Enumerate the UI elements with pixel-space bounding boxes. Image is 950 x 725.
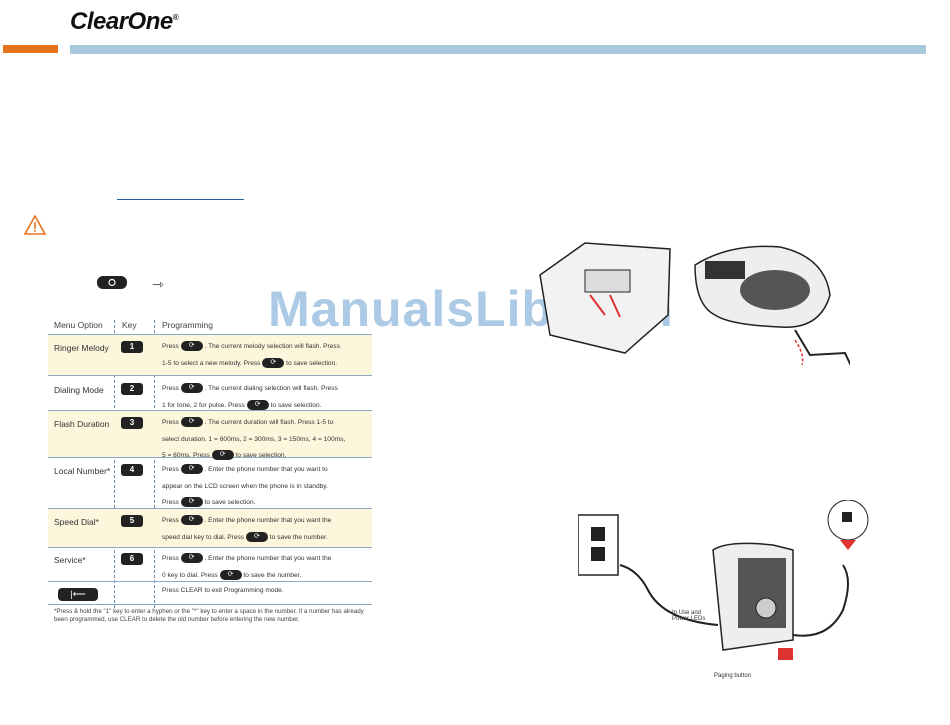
- clear-key-icon: |⟵: [58, 588, 98, 601]
- programming-line: 0 key to dial. Press ⟳ to save the numbe…: [162, 569, 302, 580]
- warning-triangle-icon: [24, 215, 46, 235]
- programming-line: Press ⟳ . Enter the phone number that yo…: [162, 515, 332, 526]
- phone-key-icon: ⟳: [262, 357, 285, 368]
- column-divider: [114, 320, 115, 608]
- phone-key-icon: ⟳: [219, 569, 242, 580]
- phone-key-icon: ⟳: [245, 531, 268, 542]
- table-row: Ringer Melody 1 Press ⟳ . The current melo…: [48, 334, 372, 376]
- programming-line: Press ⟳ . The current dialing selection …: [162, 383, 338, 394]
- programming-line: Press ⟳ . The current melody selection w…: [162, 341, 340, 352]
- programming-line: Press ⟳ to save selection.: [162, 497, 256, 508]
- arrow-right-icon: ⇾: [152, 276, 164, 292]
- programming-line: Press ⟳ . Enter the phone number that yo…: [162, 464, 328, 475]
- power-module-illustration: [578, 500, 869, 660]
- phone-key-icon: ⟳: [180, 341, 203, 352]
- phone-key-icon: ⟳: [180, 464, 203, 475]
- programming-text: Press ⟳ . The current duration will flas…: [162, 415, 372, 465]
- menu-option-label: Local Number*: [54, 466, 111, 476]
- table-row: Flash Duration 3 Press ⟳ . The current dur…: [48, 410, 372, 461]
- programming-text: Press ⟳ . Enter the phone number that yo…: [162, 551, 372, 584]
- header-menu-option: Menu Option: [54, 320, 103, 330]
- menu-option-label: Flash Duration: [54, 419, 110, 429]
- row-divider: [48, 604, 372, 605]
- programming-text: Press ⟳ . Enter the phone number that yo…: [162, 513, 372, 546]
- leds-caption: In Use and Power LEDs: [672, 610, 706, 622]
- table-row: Speed Dial* 5 Press ⟳ . Enter the phone nu…: [48, 508, 372, 548]
- menu-option-label: Service*: [54, 555, 86, 565]
- programming-line: Press ⟳ . The current duration will flas…: [162, 417, 334, 428]
- table-row: Local Number* 4 Press ⟳ . Enter the phone …: [48, 458, 372, 508]
- phone-key-icon: ⟳: [246, 399, 269, 410]
- clear-row: |⟵ Press CLEAR to exit Programming mode.: [48, 582, 372, 604]
- clearone-logo: ClearOne®: [70, 8, 179, 35]
- phone-key-icon: ⟳: [211, 450, 234, 461]
- phone-key-icon: ⟳: [180, 553, 203, 564]
- menu-option-label: Ringer Melody: [54, 343, 109, 353]
- phone-key-icon: [97, 276, 127, 289]
- header-bar: [70, 45, 926, 54]
- programming-line: 1-5 to select a new melody. Press ⟳ to s…: [162, 357, 338, 368]
- number-key-icon: 2: [121, 383, 143, 395]
- phone-illustration: [539, 242, 850, 367]
- programming-text: Press ⟳ . The current melody selection w…: [162, 339, 372, 372]
- phone-key-icon: ⟳: [180, 417, 203, 428]
- header-programming: Programming: [162, 320, 214, 330]
- hyperlink-underline[interactable]: [117, 199, 244, 200]
- menu-option-label: Dialing Mode: [54, 385, 104, 395]
- programming-text: Press ⟳ . The current dialing selection …: [162, 381, 372, 414]
- paging-caption: Paging button: [714, 673, 752, 679]
- accent-bar: [3, 45, 58, 53]
- phone-key-icon: ⟳: [180, 383, 203, 394]
- menu-option-label: Speed Dial*: [54, 517, 99, 527]
- phone-key-icon: ⟳: [180, 515, 203, 526]
- row-divider: [48, 581, 372, 582]
- programming-line: 1 for tone, 2 for pulse. Press ⟳ to save…: [162, 399, 322, 410]
- number-key-icon: 5: [121, 515, 143, 527]
- number-key-icon: 1: [121, 341, 143, 353]
- programming-line: appear on the LCD screen when the phone …: [162, 482, 328, 490]
- header-key: Key: [122, 320, 137, 330]
- number-key-icon: 4: [121, 464, 143, 476]
- phone-key-icon: ⟳: [180, 497, 203, 508]
- programming-text: Press ⟳ . Enter the phone number that yo…: [162, 462, 372, 512]
- programming-line: 5 = 80ms. Press ⟳ to save selection.: [162, 450, 287, 461]
- number-key-icon: 3: [121, 417, 143, 429]
- number-key-icon: 6: [121, 553, 143, 565]
- table-row: Dialing Mode 2 Press ⟳ . The current diali…: [48, 377, 372, 410]
- clear-row-text: Press CLEAR to exit Programming mode.: [162, 587, 284, 594]
- programming-line: speed dial key to dial. Press ⟳ to save …: [162, 531, 328, 542]
- programming-line: select duration. 1 = 600ms, 2 = 300ms, 3…: [162, 435, 346, 443]
- table-footnote: *Press & hold the "1" key to enter a hyp…: [54, 608, 364, 623]
- column-divider: [154, 320, 155, 608]
- programming-line: Press ⟳ . Enter the phone number that yo…: [162, 553, 332, 564]
- table-row: Service* 6 Press ⟳ . Enter the phone numbe…: [48, 547, 372, 581]
